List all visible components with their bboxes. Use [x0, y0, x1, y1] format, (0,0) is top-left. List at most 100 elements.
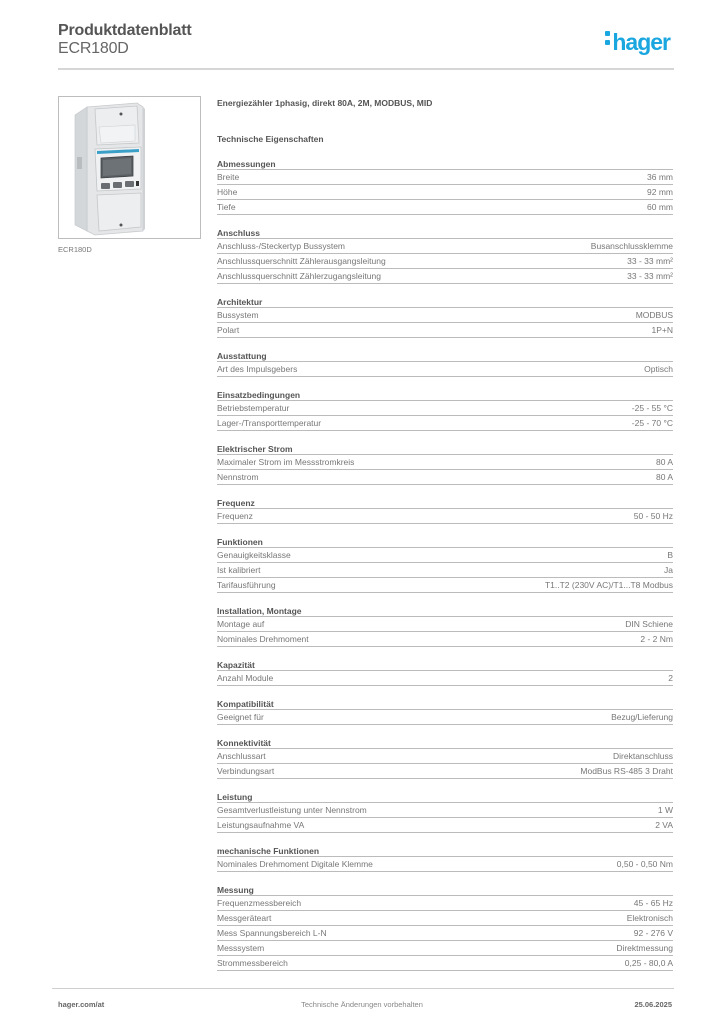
spec-group-title: Installation, Montage	[217, 605, 673, 617]
product-specs: Energiezähler 1phasig, direkt 80A, 2M, M…	[217, 96, 673, 971]
spec-row: Höhe 92 mm	[217, 185, 673, 200]
spec-label: Frequenz	[217, 511, 253, 521]
spec-value: Ja	[664, 565, 673, 575]
footer-divider	[52, 988, 674, 989]
spec-group-title: Messung	[217, 884, 673, 896]
spec-value: 80 A	[655, 472, 673, 482]
spec-row: Nominales Drehmoment 2 - 2 Nm	[217, 632, 673, 647]
spec-value: 80 A	[655, 457, 673, 467]
spec-value: 0,25 - 80,0 A	[624, 958, 673, 968]
spec-label: Polart	[217, 325, 240, 335]
spec-row: Ist kalibriert Ja	[217, 563, 673, 578]
spec-value: 1 W	[657, 805, 673, 815]
spec-value: Bezug/Lieferung	[611, 712, 673, 722]
spec-label: Anschluss-/Steckertyp Bussystem	[217, 241, 346, 251]
spec-label: Höhe	[217, 187, 238, 197]
spec-value: T1..T2 (230V AC)/T1...T8 Modbus	[544, 580, 673, 590]
spec-group-title: Architektur	[217, 296, 673, 308]
spec-label: Frequenzmessbereich	[217, 898, 302, 908]
section-title: Technische Eigenschaften	[217, 134, 324, 144]
spec-value: Direktanschluss	[613, 751, 673, 761]
spec-row: Tarifausführung T1..T2 (230V AC)/T1...T8 …	[217, 578, 673, 593]
spec-row: Nennstrom 80 A	[217, 470, 673, 485]
spec-value: DIN Schiene	[625, 619, 673, 629]
spec-label: Anschlussart	[217, 751, 266, 761]
spec-row: Betriebstemperatur -25 - 55 °C	[217, 401, 673, 416]
spec-group-title: Abmessungen	[217, 158, 673, 170]
spec-label: Anschlussquerschnitt Zählerzugangsleitun…	[217, 271, 381, 281]
footer-note: Technische Änderungen vorbehalten	[301, 1000, 423, 1009]
spec-label: Nennstrom	[217, 472, 259, 482]
spec-label: Strommessbereich	[217, 958, 288, 968]
spec-label: Lager-/Transporttemperatur	[217, 418, 322, 428]
spec-label: Gesamtverlustleistung unter Nennstrom	[217, 805, 367, 815]
spec-group-title: Kapazität	[217, 659, 673, 671]
spec-row: Gesamtverlustleistung unter Nennstrom 1 W	[217, 803, 673, 818]
footer-date: 25.06.2025	[634, 1000, 672, 1009]
spec-label: Anzahl Module	[217, 673, 274, 683]
spec-label: Tarifausführung	[217, 580, 276, 590]
spec-label: Maximaler Strom im Messstromkreis	[217, 457, 355, 467]
spec-value: ModBus RS-485 3 Draht	[580, 766, 673, 776]
spec-label: Art des Impulsgebers	[217, 364, 298, 374]
page-header: Produktdatenblatt ECR180D hager	[58, 20, 674, 70]
spec-label: Verbindungsart	[217, 766, 275, 776]
spec-row: Strommessbereich 0,25 - 80,0 A	[217, 956, 673, 971]
spec-group-title: Kompatibilität	[217, 698, 673, 710]
spec-label: Ist kalibriert	[217, 565, 261, 575]
spec-group-title: Funktionen	[217, 536, 673, 548]
header-divider	[58, 68, 674, 70]
spec-label: Tiefe	[217, 202, 236, 212]
spec-value: Elektronisch	[626, 913, 673, 923]
spec-row: Frequenzmessbereich 45 - 65 Hz	[217, 896, 673, 911]
spec-label: Leistungsaufnahme VA	[217, 820, 305, 830]
spec-value: B	[667, 550, 673, 560]
spec-row: Verbindungsart ModBus RS-485 3 Draht	[217, 764, 673, 779]
spec-label: Betriebstemperatur	[217, 403, 290, 413]
spec-value: 2 VA	[655, 820, 673, 830]
spec-group-title: mechanische Funktionen	[217, 845, 673, 857]
spec-value: 60 mm	[647, 202, 673, 212]
spec-label: Genauigkeitsklasse	[217, 550, 291, 560]
spec-group-title: Konnektivität	[217, 737, 673, 749]
document-title: Produktdatenblatt	[58, 22, 192, 39]
spec-value: 33 - 33 mm²	[627, 271, 673, 281]
spec-value: 2 - 2 Nm	[640, 634, 673, 644]
spec-label: Bussystem	[217, 310, 259, 320]
spec-row: Genauigkeitsklasse B	[217, 548, 673, 563]
spec-group-title: Frequenz	[217, 497, 673, 509]
spec-value: 92 - 276 V	[633, 928, 673, 938]
spec-row: Polart 1P+N	[217, 323, 673, 338]
spec-value: 45 - 65 Hz	[633, 898, 673, 908]
product-image-caption: ECR180D	[58, 245, 92, 254]
footer-website: hager.com/at	[58, 1000, 105, 1009]
spec-label: Anschlussquerschnitt Zählerausgangsleitu…	[217, 256, 386, 266]
spec-label: Montage auf	[217, 619, 265, 629]
spec-group-title: Einsatzbedingungen	[217, 389, 673, 401]
spec-value: -25 - 55 °C	[631, 403, 673, 413]
spec-label: Nominales Drehmoment	[217, 634, 309, 644]
spec-value: 36 mm	[647, 172, 673, 182]
spec-value: 92 mm	[647, 187, 673, 197]
spec-value: 1P+N	[651, 325, 674, 335]
